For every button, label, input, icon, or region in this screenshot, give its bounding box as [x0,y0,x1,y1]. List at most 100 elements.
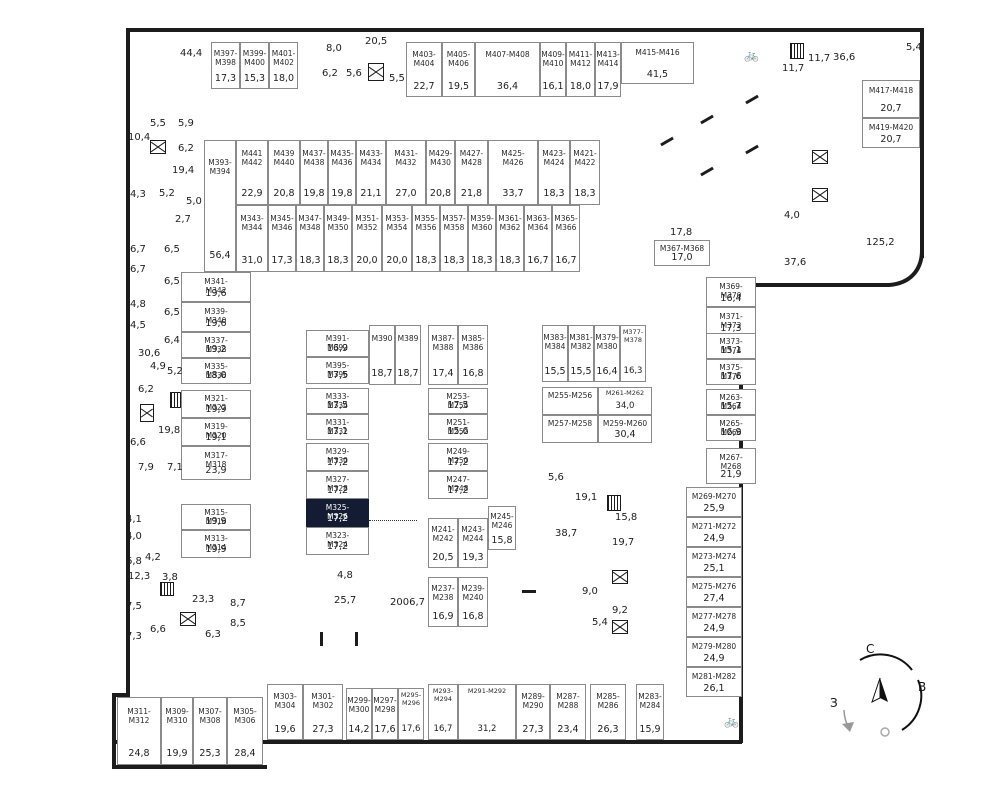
parking-space[interactable]: M257-M258 [542,415,598,443]
